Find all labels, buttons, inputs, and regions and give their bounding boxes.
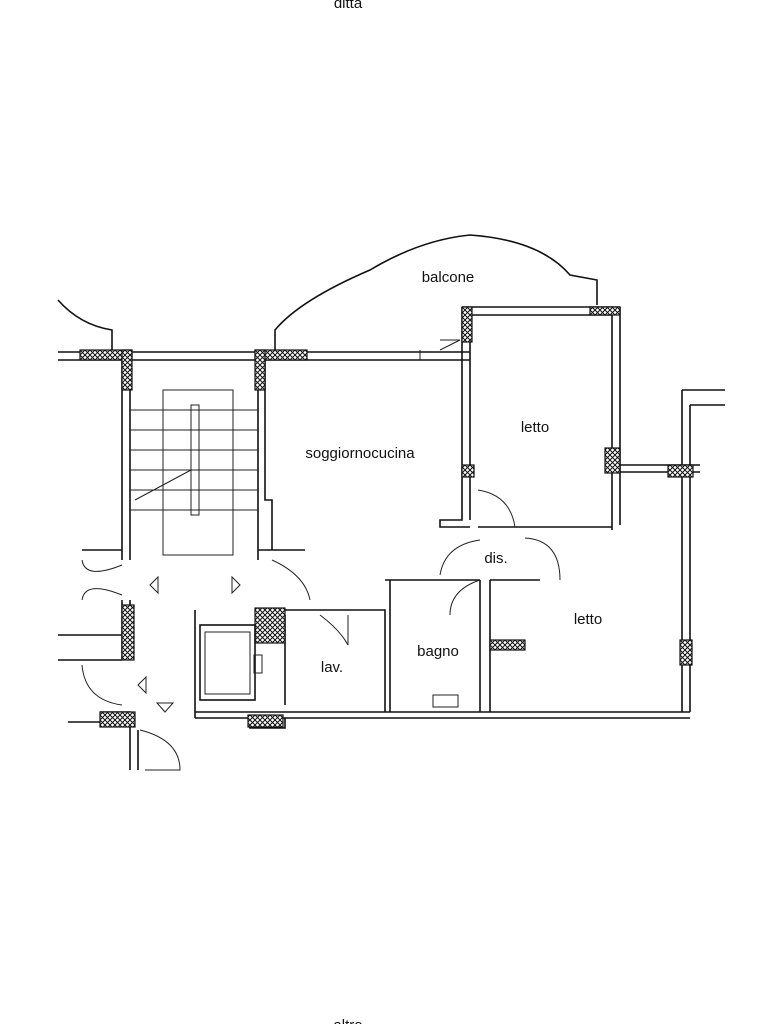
structural-columns [79,306,694,728]
room-label-dis: dis. [484,550,507,567]
room-label-letto-1: letto [521,419,549,436]
room-label-balcone: balcone [422,269,475,286]
neighbor-label-top: ditta [334,0,363,12]
room-label-soggiornocucina: soggiornocucina [305,445,415,462]
neighbor-label-bottom: altro [333,1017,362,1024]
walls [58,306,725,770]
room-label-bagno: bagno [417,643,459,660]
room-label-letto-2: letto [574,611,602,628]
room-label-lav: lav. [321,659,343,676]
staircase [130,389,258,556]
balcony-outline [57,234,598,352]
door-swings [81,339,561,771]
elevator [199,624,263,701]
direction-arrows [137,575,241,713]
